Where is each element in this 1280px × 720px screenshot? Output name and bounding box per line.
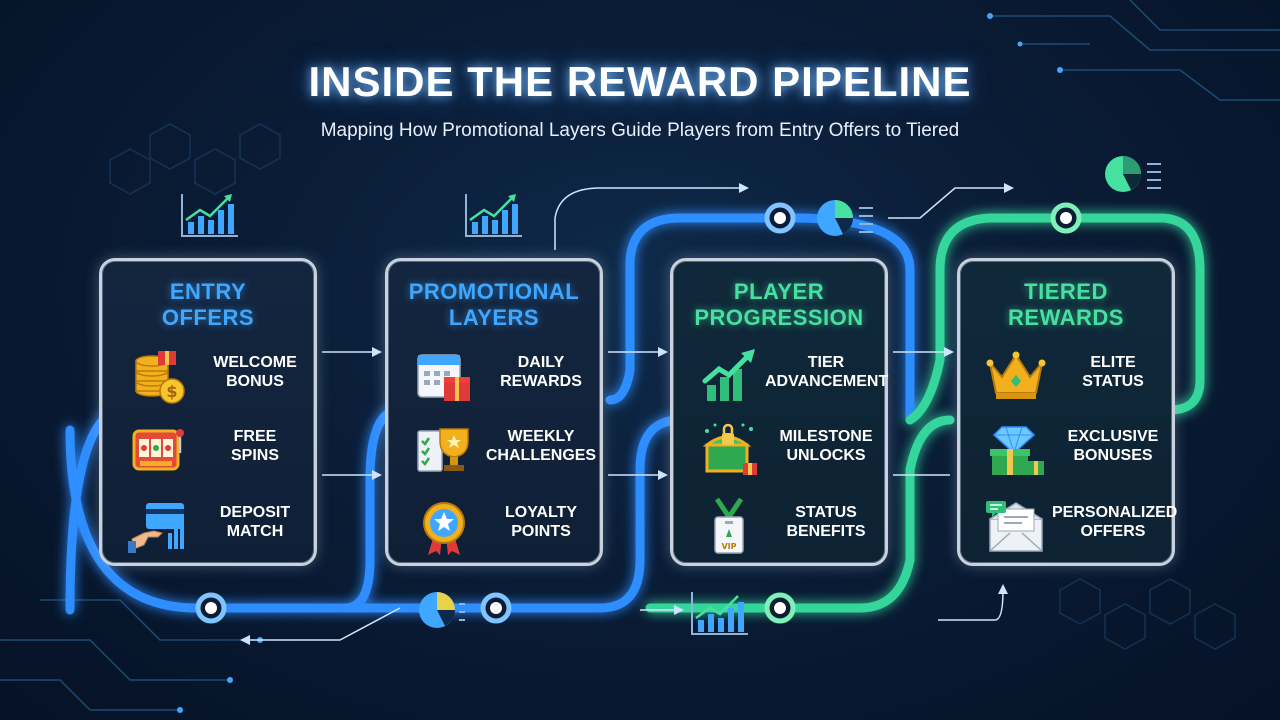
svg-text:$: $	[166, 382, 177, 401]
bar-chart-icon	[691, 592, 748, 635]
stage-title: PLAYER PROGRESSION	[694, 279, 864, 330]
envelope-offer-icon	[986, 501, 1043, 552]
stage-item-exclusive-bonuses: EXCLUSIVE BONUSES	[960, 421, 1172, 485]
item-label: STATUS BENEFITS	[786, 504, 866, 540]
circuit-nodes-bottom	[177, 637, 263, 713]
stage-item-milestone-unlocks: MILESTONE UNLOCKS	[673, 421, 885, 485]
pipeline-node	[1050, 202, 1082, 234]
stage-card-promotional-layers: PROMOTIONAL LAYERS DAILY REWARDS WEEKLY …	[385, 258, 603, 566]
item-label: TIER ADVANCEMENT	[765, 354, 889, 390]
item-label: PERSONALIZED OFFERS	[1052, 504, 1178, 540]
stage-item-weekly-challenges: WEEKLY CHALLENGES	[388, 421, 600, 485]
vip-badge-icon: VIP	[714, 497, 744, 554]
hex-pattern-right	[1059, 578, 1236, 650]
item-label: EXCLUSIVE BONUSES	[1067, 428, 1159, 464]
diamond-gift-icon	[990, 426, 1044, 475]
item-label: WELCOME BONUS	[213, 354, 297, 390]
stage-item-status-benefits: VIP STATUS BENEFITS	[673, 497, 885, 561]
card-deposit-icon	[128, 503, 184, 553]
stage-item-tier-advancement: TIER ADVANCEMENT	[673, 347, 889, 411]
stage-item-loyalty-points: LOYALTY POINTS	[388, 497, 600, 561]
stage-item-personalized-offers: PERSONALIZED OFFERS	[960, 497, 1178, 561]
pie-chart-icon	[817, 200, 873, 236]
page-subtitle: Mapping How Promotional Layers Guide Pla…	[320, 120, 960, 141]
crown-icon	[986, 351, 1046, 399]
stage-card-entry-offers: ENTRY OFFERS $ WELCOME BONUS FREE	[99, 258, 317, 566]
pipeline-node	[764, 592, 796, 624]
growth-chart-icon	[702, 349, 755, 401]
pie-chart-icon	[419, 592, 465, 628]
calendar-gift-icon	[417, 354, 470, 401]
pipeline-node	[764, 202, 796, 234]
stage-title: ENTRY OFFERS	[161, 279, 255, 330]
stage-item-deposit-match: DEPOSIT MATCH	[102, 497, 314, 561]
stage-item-welcome-bonus: $ WELCOME BONUS	[102, 347, 314, 411]
trophy-checklist-icon	[417, 428, 469, 472]
circuit-lines-bottom-left	[0, 599, 260, 711]
item-label: MILESTONE UNLOCKS	[779, 428, 873, 464]
item-label: FREE SPINS	[230, 428, 279, 464]
stage-item-daily-rewards: DAILY REWARDS	[388, 347, 600, 411]
item-label: ELITE STATUS	[1082, 354, 1144, 390]
pie-chart-icon	[1105, 156, 1161, 192]
star-medal-icon	[423, 502, 465, 555]
stage-title: PROMOTIONAL LAYERS	[408, 279, 580, 330]
coin-stack-icon: $	[135, 351, 185, 404]
bar-chart-icon	[465, 194, 522, 237]
item-label: DEPOSIT MATCH	[219, 504, 291, 540]
hex-pattern-left	[109, 123, 281, 195]
item-label: WEEKLY CHALLENGES	[485, 428, 597, 464]
pipeline-node	[480, 592, 512, 624]
slot-machine-icon	[132, 429, 184, 471]
stage-card-tiered-rewards: TIERED REWARDS ELITE STATUS EXCLUSIVE BO…	[957, 258, 1178, 566]
item-label: LOYALTY POINTS	[504, 504, 577, 540]
connector-lines	[245, 187, 1010, 641]
circuit-lines-top-right	[990, 0, 1280, 101]
pipeline-node	[195, 592, 227, 624]
circuit-nodes-top	[987, 13, 1063, 73]
item-label: DAILY REWARDS	[500, 354, 582, 390]
treasure-chest-icon	[702, 423, 757, 475]
stage-title: TIERED REWARDS	[1008, 279, 1124, 330]
page-title: INSIDE THE REWARD PIPELINE	[308, 58, 972, 105]
connector-arrowheads	[240, 183, 1014, 645]
stage-item-free-spins: FREE SPINS	[102, 421, 314, 485]
stage-item-elite-status: ELITE STATUS	[960, 347, 1172, 411]
bar-chart-icon	[181, 194, 238, 237]
svg-text:VIP: VIP	[721, 542, 736, 551]
stage-card-player-progression: PLAYER PROGRESSION TIER ADVANCEMENT MILE…	[670, 258, 888, 566]
